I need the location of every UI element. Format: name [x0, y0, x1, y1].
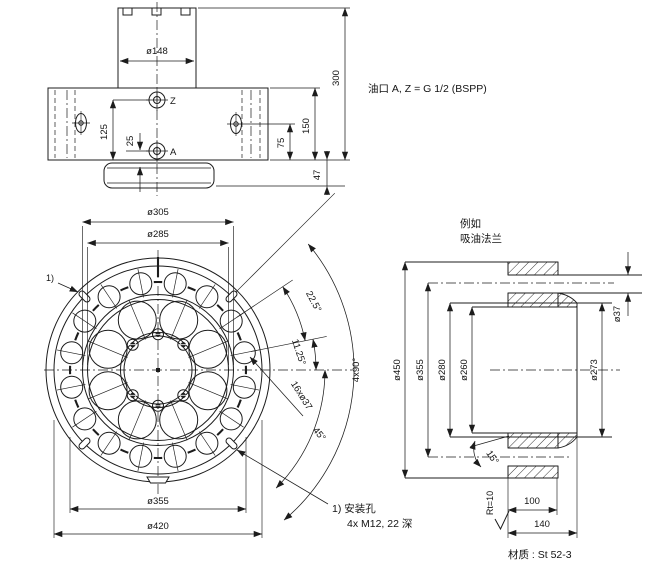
top-view: Z A ø148 300 150 75 [47, 2, 487, 196]
dim-d37: ø37 [612, 306, 623, 322]
bottom-pad [103, 162, 215, 189]
flange-section-hatch [507, 465, 559, 479]
notch [151, 7, 162, 16]
flange-section-hatch [507, 432, 559, 449]
footnote-line1: 1) 安装孔 [332, 502, 376, 515]
port-a-label: A [170, 147, 177, 158]
dim-a22-5: 22.5° [303, 289, 323, 314]
dim-h75: 75 [276, 138, 287, 149]
hole-pattern [56, 268, 260, 472]
dim-d450: ø450 [392, 359, 403, 381]
flange-section-hatch [507, 261, 559, 276]
side-hole-right [227, 112, 245, 136]
dim-l140: 140 [534, 519, 550, 530]
dim-d420: ø420 [147, 521, 169, 532]
dim-h300: 300 [331, 70, 342, 86]
dim-l100: 100 [524, 496, 540, 507]
footnote-line2: 4x M12, 22 深 [347, 518, 412, 530]
oil-port-note: 油口 A, Z = G 1/2 (BSPP) [368, 82, 487, 95]
dim-d280: ø280 [437, 359, 448, 381]
dim-d355: ø355 [147, 496, 169, 507]
notch [122, 7, 133, 16]
example-label-2: 吸油法兰 [460, 232, 502, 245]
center-mark [156, 368, 160, 372]
notch [180, 7, 191, 16]
roughness-value: Rt=10 [485, 491, 495, 515]
dim-holes16: 16xø37 [288, 379, 314, 412]
dim-h47: 47 [312, 170, 323, 181]
dim-d273: ø273 [589, 359, 600, 381]
bottom-lug [146, 476, 170, 484]
dim-d148: ø148 [146, 46, 168, 57]
material-note: 材质 : St 52-3 [508, 548, 572, 561]
front-view: ø305 ø285 ø355 ø420 22.5° 11.25° 16xø37 … [44, 192, 412, 538]
side-hole-left [72, 111, 90, 135]
dim-d260: ø260 [459, 359, 470, 381]
dim-d285: ø285 [147, 229, 169, 240]
section-view: 例如 吸油法兰 ø450 [392, 217, 642, 561]
dim-d305: ø305 [147, 207, 169, 218]
dim-h125: 125 [99, 124, 110, 140]
dim-a45: 45° [310, 425, 328, 443]
neck-fillet-bottom [557, 432, 578, 449]
surface-finish-icon [494, 510, 510, 531]
flange-section-hatch [507, 292, 559, 308]
neck-fillet-top [557, 292, 578, 308]
example-label-1: 例如 [460, 217, 481, 230]
dim-a15: 15° [483, 449, 500, 467]
dim-a11-25: 11.25° [289, 338, 308, 367]
dim-h150: 150 [301, 118, 312, 134]
dim-d355-bc: ø355 [415, 359, 426, 381]
footnote-ref-marker: 1) [46, 273, 54, 283]
dim-a4x90: 4x90° [351, 358, 362, 383]
dim-h25: 25 [125, 136, 136, 147]
port-z-label: Z [170, 96, 176, 107]
